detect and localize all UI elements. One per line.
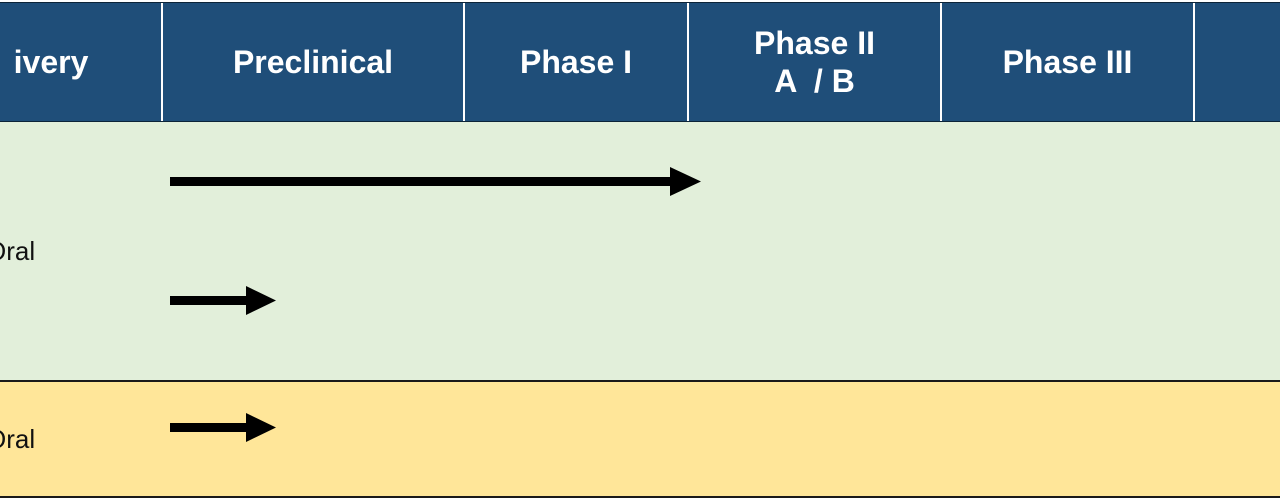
header-divider <box>940 3 942 121</box>
progress-arrow <box>170 286 276 315</box>
phase-header-row: ivery Preclinical Phase I Phase II A / B… <box>0 2 1280 123</box>
delivery-label: Oral <box>0 236 36 266</box>
progress-arrow <box>170 413 276 442</box>
header-delivery: ivery <box>0 3 162 121</box>
header-preclinical-label: Preclinical <box>232 44 394 80</box>
header-divider <box>161 3 163 121</box>
header-preclinical: Preclinical <box>162 3 464 121</box>
header-divider <box>463 3 465 121</box>
header-phase-3: Phase III <box>941 3 1194 121</box>
delivery-label: Oral <box>0 424 36 454</box>
program-row-green: Oral <box>0 122 1280 382</box>
header-phase-1-label: Phase I <box>519 44 633 80</box>
header-divider <box>687 3 689 121</box>
program-row-yellow: Oral <box>0 382 1280 498</box>
header-phase-1: Phase I <box>464 3 688 121</box>
header-divider <box>1193 3 1195 121</box>
header-phase-2: Phase II A / B <box>688 3 941 121</box>
header-phase-2-label: Phase II <box>754 25 875 61</box>
progress-arrow <box>170 167 701 196</box>
header-delivery-label: ivery <box>13 44 89 80</box>
header-phase-3-label: Phase III <box>1002 44 1133 80</box>
header-phase-2-sublabel: A / B <box>774 63 855 99</box>
